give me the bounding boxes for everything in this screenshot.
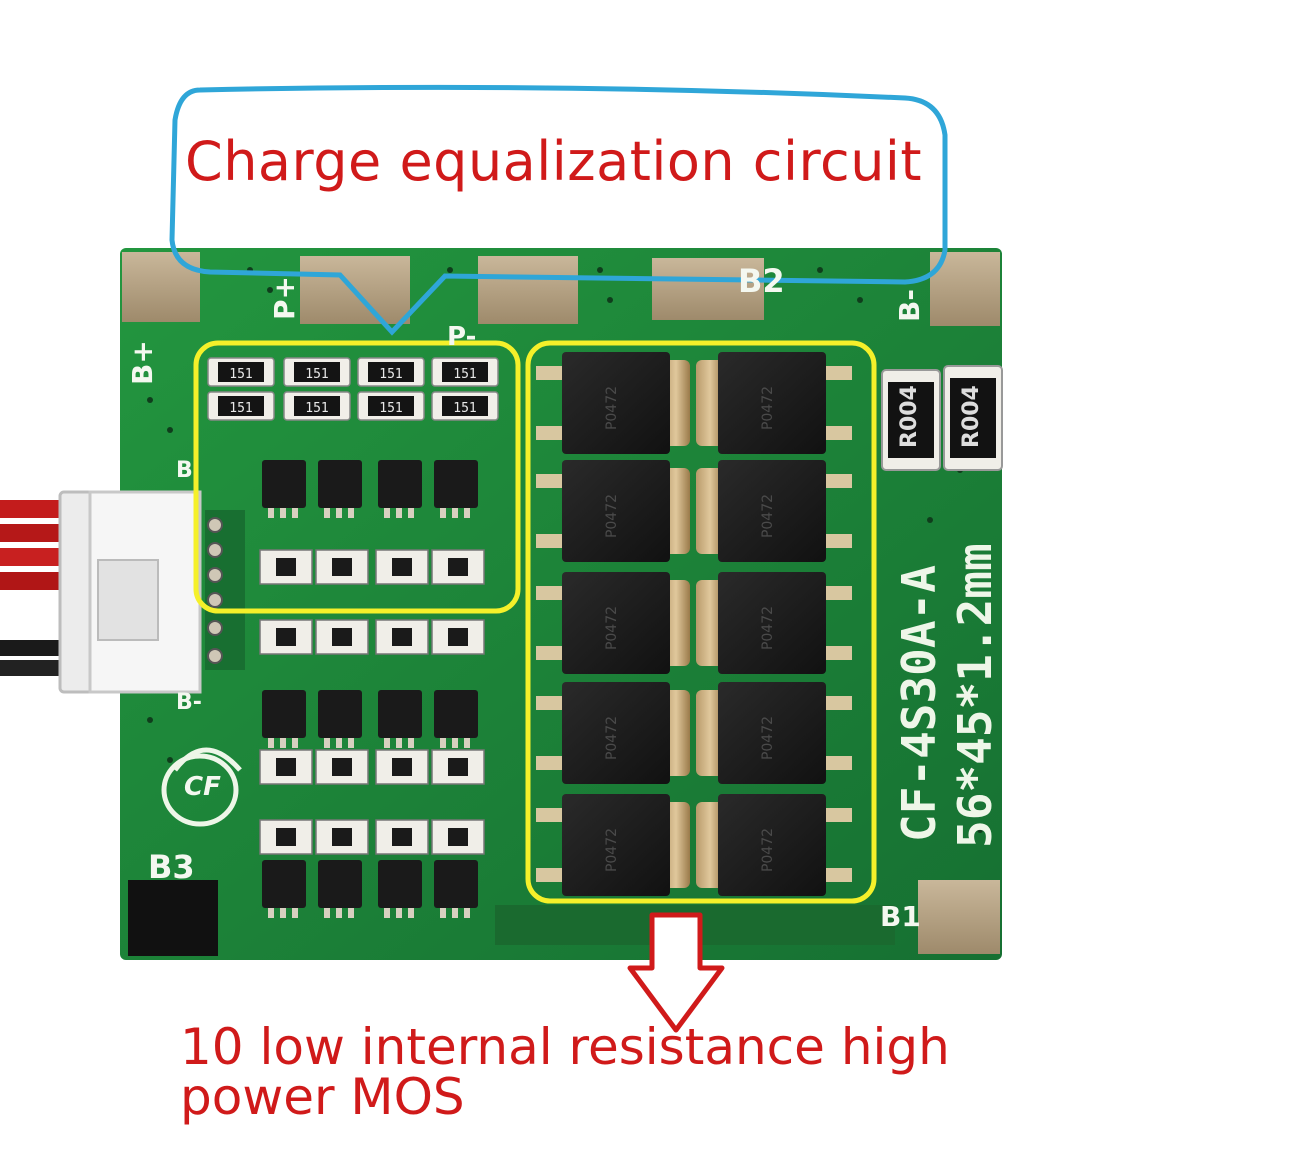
resistor-code: 151 (379, 401, 402, 416)
mosfet-marking: P0472 (604, 606, 620, 650)
wire-bundle (0, 500, 70, 676)
resistor-code: 151 (229, 401, 252, 416)
resistor-array-151: 151 151 151 151 151 151 151 151 (207, 357, 499, 421)
pad-label-b2: B2 (738, 262, 785, 300)
small-ic (315, 819, 369, 855)
small-ic (259, 749, 313, 785)
mosfet-marking: P0472 (760, 386, 776, 430)
resistor-code: 151 (453, 401, 476, 416)
resistor-151: 151 (357, 357, 425, 387)
mosfet-marking: P0472 (604, 494, 620, 538)
small-ic (318, 860, 362, 918)
mosfet: P0472 (696, 352, 852, 454)
small-ic (375, 819, 429, 855)
charge-equalization-label: Charge equalization circuit (185, 130, 923, 193)
shunt-label-2: R004 (959, 385, 984, 448)
mosfet-marking: P0472 (760, 716, 776, 760)
mosfet-marking: P0472 (760, 606, 776, 650)
resistor-151: 151 (207, 391, 275, 421)
small-ic (375, 619, 429, 655)
callout-bubble (169, 84, 948, 336)
small-ic (318, 690, 362, 748)
mosfet-marking: P0472 (604, 828, 620, 872)
resistor-151: 151 (431, 391, 499, 421)
pad-label-b-minus-top: B- (893, 289, 926, 322)
mos-description-line-1: 10 low internal resistance high (180, 1018, 950, 1076)
small-ic (431, 549, 485, 585)
mosfet: P0472 (536, 794, 690, 896)
mosfet-highlight (525, 340, 877, 904)
small-ic (262, 860, 306, 918)
mosfet: P0472 (536, 682, 690, 784)
logo-text: CF (184, 772, 221, 802)
small-ic (259, 549, 313, 585)
mosfet: P0472 (696, 794, 852, 896)
small-ic (262, 690, 306, 748)
small-ic (378, 860, 422, 918)
connector-pins (205, 510, 245, 670)
mos-description-label: 10 low internal resistance high power MO… (180, 1022, 1180, 1122)
balance-connector[interactable] (58, 490, 202, 694)
small-ic (378, 460, 422, 518)
board-model-text: CF-4S30A-A (892, 565, 946, 842)
small-ic (378, 690, 422, 748)
shunt-resistors (881, 365, 1003, 471)
connector-label-b-minus: B- (176, 690, 202, 715)
mosfet: P0472 (696, 682, 852, 784)
pad-label-b3: B3 (148, 848, 195, 886)
pad-label-p-plus: P+ (268, 276, 301, 320)
mos-description-line-2: power MOS (180, 1068, 465, 1126)
mosfet-marking: P0472 (760, 494, 776, 538)
small-ic (431, 619, 485, 655)
resistor-151: 151 (283, 391, 351, 421)
pad-label-p-minus: P- (447, 322, 477, 352)
small-ic (315, 549, 369, 585)
small-ic (262, 460, 306, 518)
small-ic (318, 460, 362, 518)
cf-logo (161, 747, 242, 827)
small-ic (434, 690, 478, 748)
small-ic (259, 619, 313, 655)
via-dots (147, 267, 983, 833)
mosfet: P0472 (536, 352, 690, 454)
resistor-151: 151 (283, 357, 351, 387)
shunt-label-1: R004 (897, 385, 922, 448)
small-ic (431, 749, 485, 785)
resistor-code: 151 (453, 367, 476, 382)
small-ic (315, 749, 369, 785)
balance-circuit-highlight (193, 340, 521, 614)
small-ic (375, 749, 429, 785)
mosfet: P0472 (536, 572, 690, 674)
balancing-ics (259, 460, 485, 918)
small-ic (375, 549, 429, 585)
pad-label-b1: B1 (880, 900, 921, 933)
small-ic (431, 819, 485, 855)
small-ic (259, 819, 313, 855)
down-arrow (627, 912, 725, 1033)
mosfet-marking: P0472 (760, 828, 776, 872)
resistor-151: 151 (207, 357, 275, 387)
connector-label-b: B (176, 458, 193, 483)
small-ic (434, 860, 478, 918)
resistor-151: 151 (431, 357, 499, 387)
mosfet: P0472 (696, 572, 852, 674)
mosfet: P0472 (536, 460, 690, 562)
resistor-code: 151 (379, 367, 402, 382)
small-ic (434, 460, 478, 518)
resistor-code: 151 (305, 401, 328, 416)
pad-label-b-plus: B+ (126, 340, 159, 385)
mosfet: P0472 (696, 460, 852, 562)
mosfet-marking: P0472 (604, 386, 620, 430)
resistor-151: 151 (357, 391, 425, 421)
resistor-code: 151 (229, 367, 252, 382)
resistor-code: 151 (305, 367, 328, 382)
mosfet-marking: P0472 (604, 716, 620, 760)
board-dimensions-text: 56*45*1.2mm (948, 543, 1002, 848)
small-ic (315, 619, 369, 655)
